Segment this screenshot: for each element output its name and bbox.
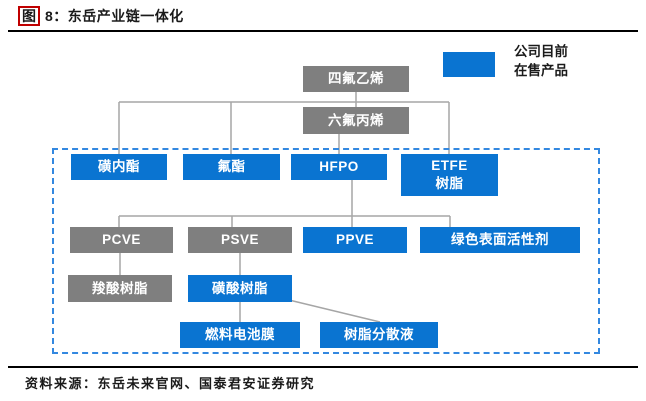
node-green-surfactant: 绿色表面活性剂 — [420, 227, 580, 253]
top-divider — [8, 30, 638, 32]
node-psve: PSVE — [188, 227, 292, 253]
products-dashed-border — [52, 148, 600, 354]
bottom-divider — [8, 366, 638, 368]
figure-marker-badge: 图 — [18, 6, 40, 26]
node-sulfonic-resin: 磺酸树脂 — [188, 275, 292, 302]
figure-title-bar: 图 8：东岳产业链一体化 — [18, 6, 184, 26]
node-resin-dispersion: 树脂分散液 — [320, 322, 438, 348]
node-sultone: 磺内酯 — [71, 154, 167, 180]
node-hfpo: HFPO — [291, 154, 387, 180]
source-note: 资料来源：东岳未来官网、国泰君安证券研究 — [25, 376, 316, 391]
legend-blue-swatch — [443, 52, 495, 77]
figure-title: 8：东岳产业链一体化 — [45, 8, 184, 24]
node-ppve: PPVE — [303, 227, 407, 253]
node-carboxylic-resin: 羧酸树脂 — [68, 275, 172, 302]
node-hexafluoropropylene: 六氟丙烯 — [303, 107, 409, 134]
legend-label: 公司目前 在售产品 — [514, 44, 568, 78]
node-fluoroester: 氟酯 — [183, 154, 280, 180]
node-fuel-cell-membrane: 燃料电池膜 — [180, 322, 300, 348]
node-tetrafluoroethylene: 四氟乙烯 — [303, 66, 409, 92]
node-etfe-resin: ETFE 树脂 — [401, 154, 498, 196]
node-pcve: PCVE — [70, 227, 173, 253]
